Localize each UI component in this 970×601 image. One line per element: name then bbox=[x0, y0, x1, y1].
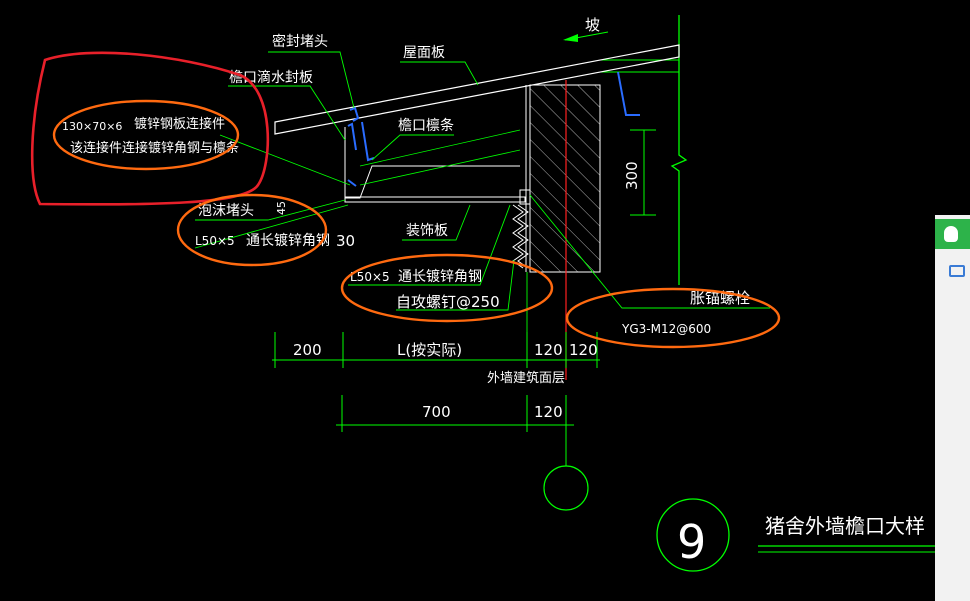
image-button[interactable] bbox=[935, 255, 970, 285]
wall-outer-line bbox=[670, 15, 688, 285]
label-trim-panel: 装饰板 bbox=[406, 223, 448, 239]
label-anchor-spec: YG3-M12@600 bbox=[621, 322, 711, 336]
qq-share-button[interactable] bbox=[935, 219, 970, 249]
leader-angle-1 bbox=[194, 204, 349, 249]
slope-arrow-head bbox=[563, 34, 578, 42]
leader-foam-plug bbox=[195, 199, 346, 221]
wall-connector-mark bbox=[617, 71, 640, 116]
leader-angle-2 bbox=[348, 204, 511, 286]
orange-markup-screw bbox=[340, 253, 554, 323]
label-sealing-plug: 密封堵头 bbox=[272, 33, 328, 50]
angle-steel-mark bbox=[347, 179, 357, 187]
leader-anchor-bolt bbox=[529, 194, 770, 309]
dim-700: 700 bbox=[422, 403, 451, 421]
label-screw: 自攻螺钉@250 bbox=[396, 293, 500, 311]
detail-number: 9 bbox=[677, 515, 706, 569]
trim-panel-end bbox=[519, 189, 531, 205]
roof-panel bbox=[274, 44, 680, 135]
image-icon bbox=[949, 265, 965, 277]
orange-markup-foam-plug bbox=[176, 193, 328, 267]
detail-number-circle bbox=[656, 498, 730, 572]
foam-plug-block bbox=[512, 204, 524, 269]
label-eave-flashing: 檐口滴水封板 bbox=[229, 69, 313, 86]
purlin-connector-mark bbox=[361, 121, 375, 162]
leader-screw bbox=[396, 259, 515, 311]
dim-120-b: 120 bbox=[569, 341, 598, 359]
dim-l: L(按实际) bbox=[397, 341, 462, 359]
label-eave-purlin: 檐口檩条 bbox=[398, 117, 454, 134]
leader-connector bbox=[219, 134, 351, 186]
foam-plug-block-2 bbox=[517, 204, 529, 269]
orange-markup-connector bbox=[52, 99, 240, 171]
sealing-plug-mark bbox=[349, 106, 360, 122]
eave-flashing bbox=[344, 127, 520, 199]
dim-45: 45 bbox=[275, 201, 288, 215]
label-foam-plug: 泡沫堵头 bbox=[198, 203, 254, 219]
qq-icon bbox=[944, 226, 958, 242]
label-connector-note: 该连接件连接镀锌角钢与檩条 bbox=[70, 140, 239, 156]
dim-120-a: 120 bbox=[534, 341, 563, 359]
purlin-line bbox=[359, 129, 521, 167]
leader-eave-purlin bbox=[371, 134, 454, 161]
dim-120-c: 120 bbox=[534, 403, 563, 421]
leader-sealing-plug bbox=[268, 51, 355, 109]
purlin-line-2 bbox=[359, 149, 521, 186]
trim-panel bbox=[344, 196, 526, 203]
axis-circle bbox=[543, 465, 589, 511]
dim-300: 300 bbox=[623, 161, 641, 190]
label-connector-spec: 130×70×6 bbox=[62, 120, 122, 133]
label-slope: 坡 bbox=[585, 16, 600, 34]
dim-200: 200 bbox=[293, 341, 322, 359]
red-markup-loop bbox=[30, 51, 270, 206]
leader-roof-panel bbox=[400, 61, 479, 86]
label-roof-panel: 屋面板 bbox=[403, 45, 445, 61]
label-angle-spec-2: L50×5 bbox=[350, 270, 390, 284]
connector-mark bbox=[347, 122, 357, 151]
leader-trim-panel bbox=[402, 204, 471, 241]
drawing-title: 猪舍外墙檐口大样 bbox=[765, 514, 925, 538]
label-angle-name-2: 通长镀锌角钢 bbox=[398, 268, 482, 285]
orange-markup-anchor bbox=[565, 287, 781, 349]
label-wall-finish: 外墙建筑面层 bbox=[487, 370, 565, 386]
label-angle-name-1: 通长镀锌角钢 bbox=[246, 232, 330, 249]
hatched-wall bbox=[529, 84, 601, 273]
dim-30: 30 bbox=[336, 232, 355, 250]
side-toolbar bbox=[935, 215, 970, 601]
label-angle-spec-1: L50×5 bbox=[195, 234, 235, 248]
label-connector-name: 镀锌钢板连接件 bbox=[134, 116, 225, 132]
